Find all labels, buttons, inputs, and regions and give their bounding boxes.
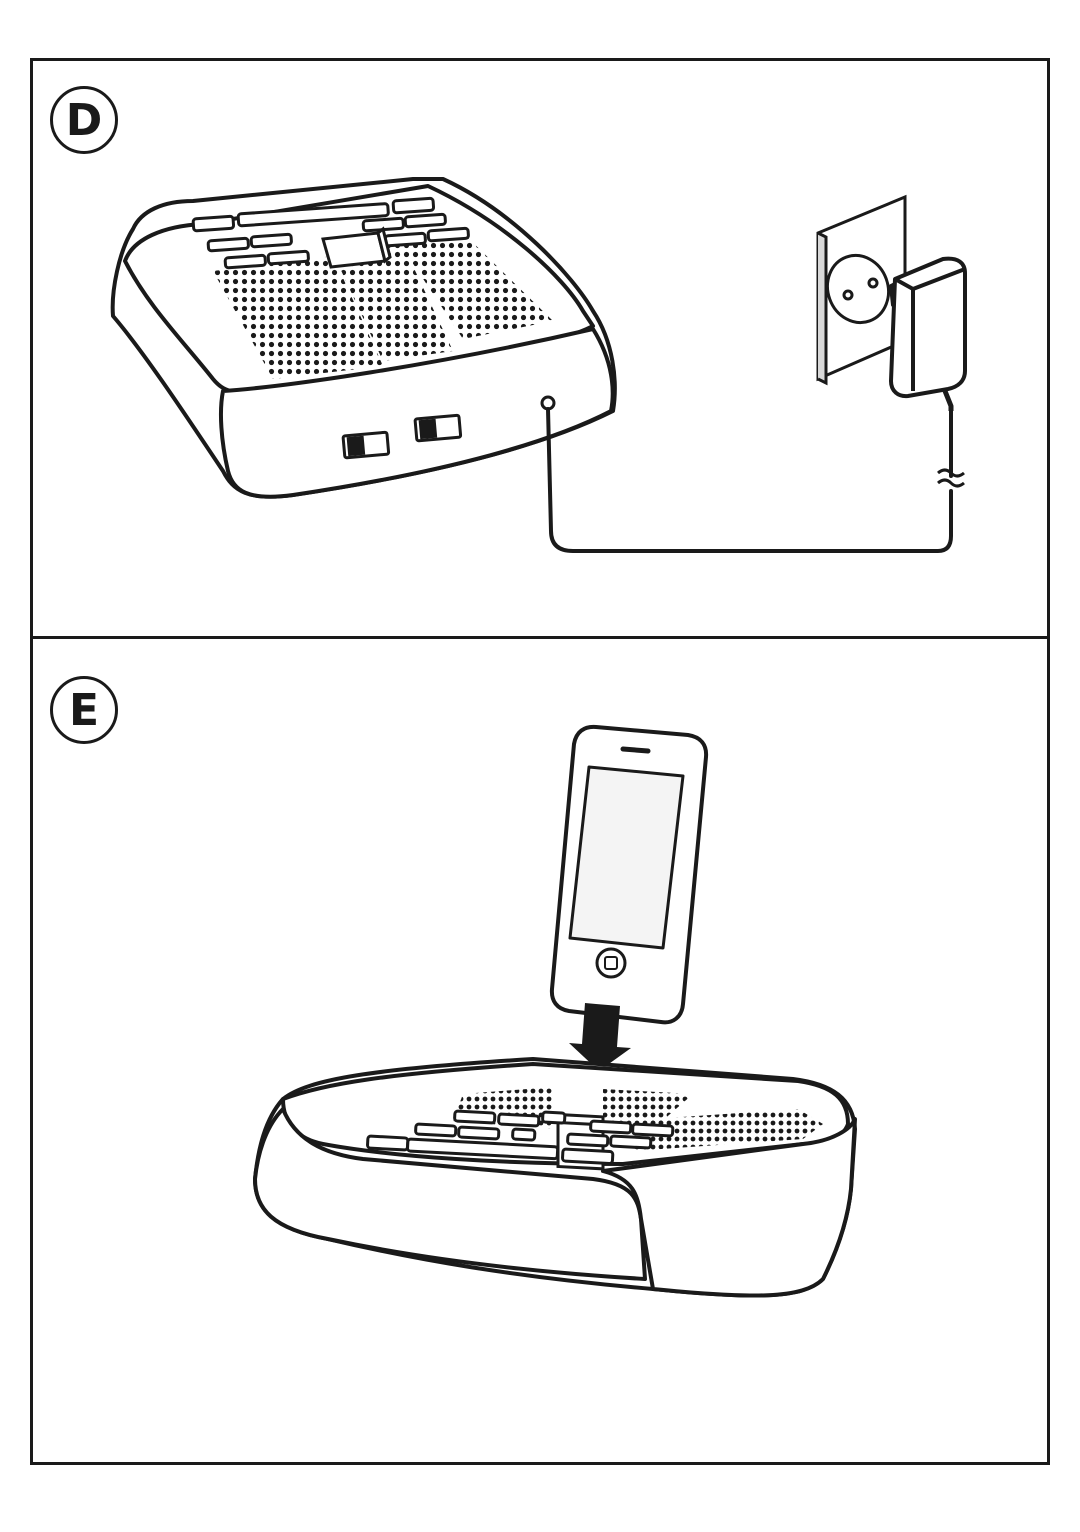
cable-break-icon: [937, 468, 965, 488]
step-badge-e: E: [50, 676, 118, 744]
page-frame: [30, 58, 1050, 1465]
step-d-illustration: [110, 177, 967, 553]
wall-socket-icon: [816, 194, 907, 386]
step-panel-d: D: [33, 61, 1047, 636]
dock-connector-icon: [321, 226, 392, 269]
down-arrow-icon: [569, 1003, 631, 1071]
phone-icon: [549, 724, 709, 1025]
step-panel-e: E: [33, 639, 1047, 1462]
panel-divider: [30, 636, 1050, 639]
step-e-illustration: [253, 724, 857, 1298]
speaker-grille-icon: [213, 233, 553, 379]
control-buttons-icon: [366, 1109, 675, 1165]
speaker-dock-icon: [253, 1057, 857, 1298]
power-cable-icon: [546, 407, 953, 553]
control-buttons-icon: [191, 196, 470, 270]
power-adapter-icon: [889, 256, 967, 411]
switch-icon: [341, 413, 463, 460]
step-badge-d: D: [50, 86, 118, 154]
